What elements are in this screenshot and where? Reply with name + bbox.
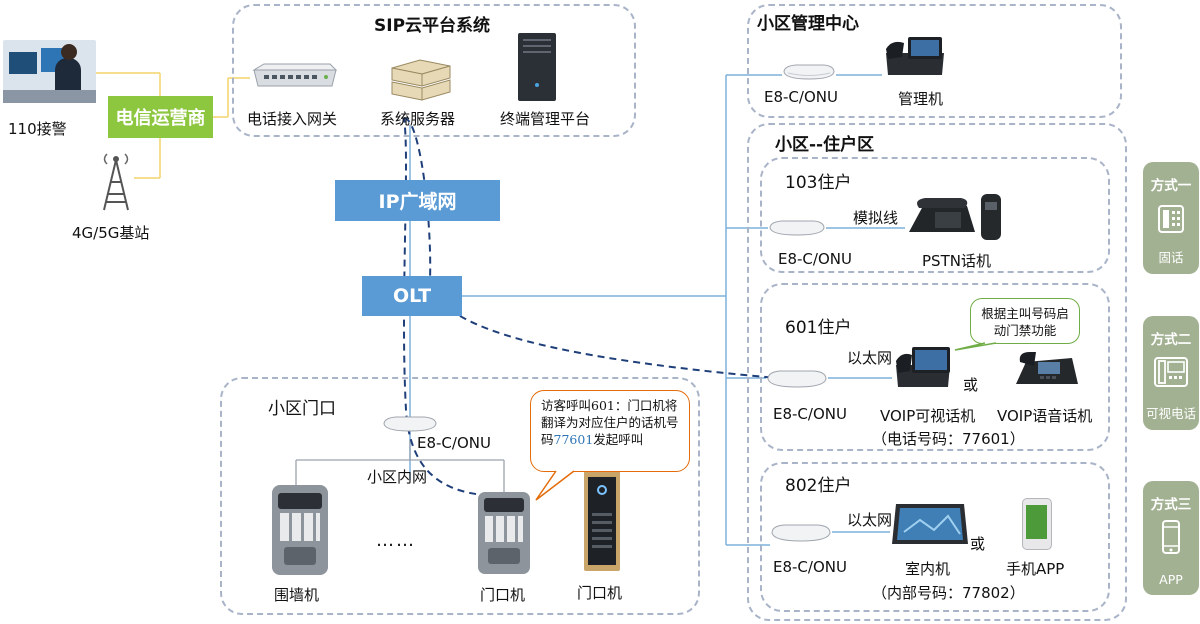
resident-802-title: 802住户 <box>785 476 852 496</box>
telecom-operator-box: 电信运营商 <box>108 96 213 138</box>
r601-link-label: 以太网 <box>847 349 893 367</box>
terminal-mgmt-icon <box>518 33 556 101</box>
voip-video-phone-icon <box>892 345 954 391</box>
mode-three-label: APP <box>1159 572 1183 587</box>
management-machine-label: 管理机 <box>898 90 944 108</box>
voip-video-phone-label: VOIP可视话机 <box>880 407 976 425</box>
gateway-label: 电话接入网关 <box>247 110 338 128</box>
r802-onu-label: E8-C/ONU <box>773 558 847 576</box>
gate-box <box>220 377 700 615</box>
indoor-unit-icon <box>890 500 970 550</box>
gate-ellipsis: …… <box>376 530 416 551</box>
indoor-unit-label: 室内机 <box>905 560 951 578</box>
resident-802-box <box>760 462 1110 612</box>
r601-onu-label: E8-C/ONU <box>773 405 847 423</box>
landline-phone-icon <box>1157 204 1185 234</box>
video-phone-icon <box>1153 356 1189 388</box>
police-operator-image <box>3 40 96 103</box>
gate-callout-text-b: 发起呼叫 <box>593 432 644 447</box>
resident-103-title: 103住户 <box>785 173 852 193</box>
olt-band: OLT <box>362 276 462 316</box>
system-server-label: 系统服务器 <box>380 110 456 128</box>
pstn-phone-icon <box>905 192 1010 244</box>
voip-voice-phone-icon <box>1014 350 1080 392</box>
management-box <box>747 4 1122 118</box>
system-server-icon <box>390 58 452 102</box>
pstn-phone-label: PSTN话机 <box>922 252 991 270</box>
mgmt-onu-icon <box>782 62 836 82</box>
residential-box <box>747 123 1127 621</box>
r601-phone-number: （电话号码：77601） <box>872 430 1025 448</box>
smartphone-icon <box>1161 519 1181 555</box>
sip-cloud-box <box>232 4 636 137</box>
mode-one-title: 方式一 <box>1150 178 1192 194</box>
residential-title: 小区--住户区 <box>775 135 875 155</box>
r103-onu-label: E8-C/ONU <box>778 250 852 268</box>
door-panel-icon <box>584 471 620 571</box>
gate-lan-links <box>295 440 505 492</box>
mobile-app-label: 手机APP <box>1006 560 1065 578</box>
r802-internal-number: （内部号码：77802） <box>872 584 1025 602</box>
r601-callout: 根据主叫号码启动门禁功能 <box>970 298 1080 344</box>
door-unit-label-2: 门口机 <box>577 584 623 602</box>
mode-one-card: 方式一 固话 <box>1143 162 1199 274</box>
gate-title: 小区门口 <box>268 399 336 419</box>
mode-two-card: 方式二 可视电话 <box>1143 316 1199 430</box>
mobile-app-icon <box>1022 498 1052 550</box>
resident-601-title: 601住户 <box>785 318 852 338</box>
gate-onu-icon <box>382 414 438 434</box>
gate-callout: 访客呼叫601：门口机将翻译为对应住户的话机号码77601发起呼叫 <box>530 390 690 472</box>
gate-callout-number: 77601 <box>553 432 594 447</box>
mode-two-title: 方式二 <box>1150 332 1192 348</box>
base-station-icon <box>96 150 136 212</box>
management-machine-icon <box>882 35 948 79</box>
r802-link-label: 以太网 <box>847 511 893 529</box>
mode-three-title: 方式三 <box>1150 497 1192 513</box>
mgmt-onu-label: E8-C/ONU <box>764 88 838 106</box>
r103-link-label: 模拟线 <box>853 209 899 227</box>
door-unit-label-1: 门口机 <box>480 586 526 604</box>
wall-unit-label: 围墙机 <box>274 586 320 604</box>
police-label: 110接警 <box>8 120 67 138</box>
gate-lan-label: 小区内网 <box>367 468 428 486</box>
management-title: 小区管理中心 <box>757 14 859 34</box>
voip-voice-phone-label: VOIP语音话机 <box>997 407 1093 425</box>
gateway-icon <box>250 62 340 90</box>
mode-one-label: 固话 <box>1158 250 1184 265</box>
r802-onu-icon <box>770 522 832 544</box>
sip-cloud-title: SIP云平台系统 <box>374 16 491 36</box>
ip-wan-band: IP广域网 <box>335 180 500 221</box>
terminal-mgmt-label: 终端管理平台 <box>500 110 591 128</box>
r103-onu-icon <box>768 218 826 238</box>
mode-two-label: 可视电话 <box>1145 406 1196 421</box>
r601-or-label: 或 <box>963 376 979 394</box>
resident-601-box <box>760 283 1110 451</box>
r802-or-label: 或 <box>970 535 986 553</box>
r601-onu-icon <box>766 368 828 390</box>
gate-onu-label: E8-C/ONU <box>417 434 491 452</box>
resident-103-box <box>760 157 1110 273</box>
gate-callout-text-a: 访客呼叫601：门口机将翻译为对应住户的话机号码 <box>541 398 679 447</box>
mode-three-card: 方式三 APP <box>1143 481 1199 595</box>
base-station-label: 4G/5G基站 <box>72 224 150 242</box>
door-unit-icon <box>478 492 530 574</box>
wall-unit-icon <box>272 485 328 575</box>
